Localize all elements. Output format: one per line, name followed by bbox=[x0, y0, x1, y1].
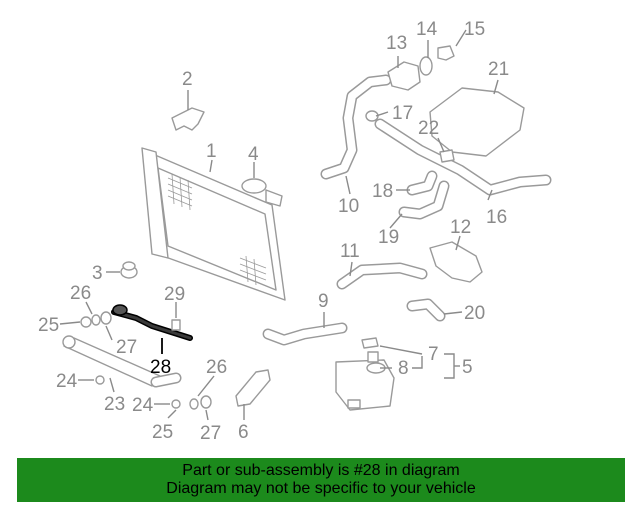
callout-numbers: 1 2 3 4 5 6 7 8 9 10 11 12 13 14 15 16 1… bbox=[38, 19, 509, 444]
callout-10: 10 bbox=[338, 196, 359, 217]
drain-plug bbox=[171, 319, 181, 331]
bolt bbox=[439, 149, 455, 163]
callout-3: 3 bbox=[92, 263, 103, 284]
heat-shield bbox=[429, 87, 525, 157]
callout-13: 13 bbox=[386, 33, 407, 54]
drain-pipe bbox=[62, 335, 182, 388]
callout-12: 12 bbox=[450, 217, 471, 238]
callout-8: 8 bbox=[398, 358, 409, 379]
overflow-hose bbox=[262, 322, 348, 346]
heater-hose bbox=[398, 180, 450, 220]
hose-20 bbox=[406, 298, 446, 322]
callout-1: 1 bbox=[206, 141, 217, 162]
callout-15: 15 bbox=[464, 19, 485, 40]
callout-14: 14 bbox=[416, 19, 438, 40]
callout-9: 9 bbox=[318, 291, 329, 312]
callout-7: 7 bbox=[428, 344, 439, 365]
washer-set-left bbox=[80, 311, 112, 385]
callout-22: 22 bbox=[418, 118, 439, 139]
water-outlet bbox=[429, 241, 483, 283]
callout-18: 18 bbox=[372, 181, 393, 202]
callout-27b: 27 bbox=[200, 423, 221, 444]
thermostat-housing bbox=[387, 61, 421, 91]
callout-2: 2 bbox=[182, 69, 193, 90]
leader-lines bbox=[59, 29, 499, 421]
callout-16: 16 bbox=[486, 207, 507, 228]
callout-26: 26 bbox=[70, 283, 91, 304]
washer-set-right bbox=[171, 395, 212, 410]
callout-20: 20 bbox=[464, 303, 485, 324]
callout-21: 21 bbox=[488, 59, 509, 80]
water-pipe bbox=[374, 118, 552, 196]
callout-11: 11 bbox=[340, 241, 360, 262]
banner-line-1: Part or sub-assembly is #28 in diagram bbox=[182, 462, 460, 479]
bypass-hose bbox=[406, 170, 438, 196]
highlighted-pipe bbox=[111, 304, 193, 341]
grommet bbox=[120, 261, 138, 279]
tank-bracket bbox=[235, 369, 271, 407]
info-banner: Part or sub-assembly is #28 in diagram D… bbox=[17, 458, 625, 502]
callout-27: 27 bbox=[116, 337, 137, 358]
parts-diagram: 1 2 3 4 5 6 7 8 9 10 11 12 13 14 15 16 1… bbox=[38, 19, 552, 444]
callout-5: 5 bbox=[462, 357, 473, 378]
callout-17: 17 bbox=[392, 103, 413, 124]
callout-4: 4 bbox=[248, 144, 259, 165]
callout-28-highlighted: 28 bbox=[150, 357, 171, 378]
callout-24b: 24 bbox=[132, 395, 154, 416]
temp-sensor bbox=[437, 45, 455, 61]
callout-24: 24 bbox=[56, 371, 78, 392]
callout-25: 25 bbox=[38, 315, 59, 336]
reservoir-cap bbox=[361, 337, 379, 363]
bracket bbox=[171, 107, 205, 131]
callout-26b: 26 bbox=[206, 357, 227, 378]
radiator bbox=[141, 147, 286, 301]
callout-29: 29 bbox=[164, 284, 185, 305]
thermostat bbox=[419, 56, 433, 76]
lower-hose bbox=[336, 262, 428, 290]
reservoir-tank bbox=[335, 359, 395, 411]
callout-6: 6 bbox=[238, 422, 249, 443]
callout-19: 19 bbox=[378, 227, 399, 248]
banner-line-2: Diagram may not be specific to your vehi… bbox=[166, 480, 476, 497]
callout-25b: 25 bbox=[152, 422, 173, 443]
callout-23: 23 bbox=[104, 394, 125, 415]
upper-hose bbox=[320, 74, 392, 180]
